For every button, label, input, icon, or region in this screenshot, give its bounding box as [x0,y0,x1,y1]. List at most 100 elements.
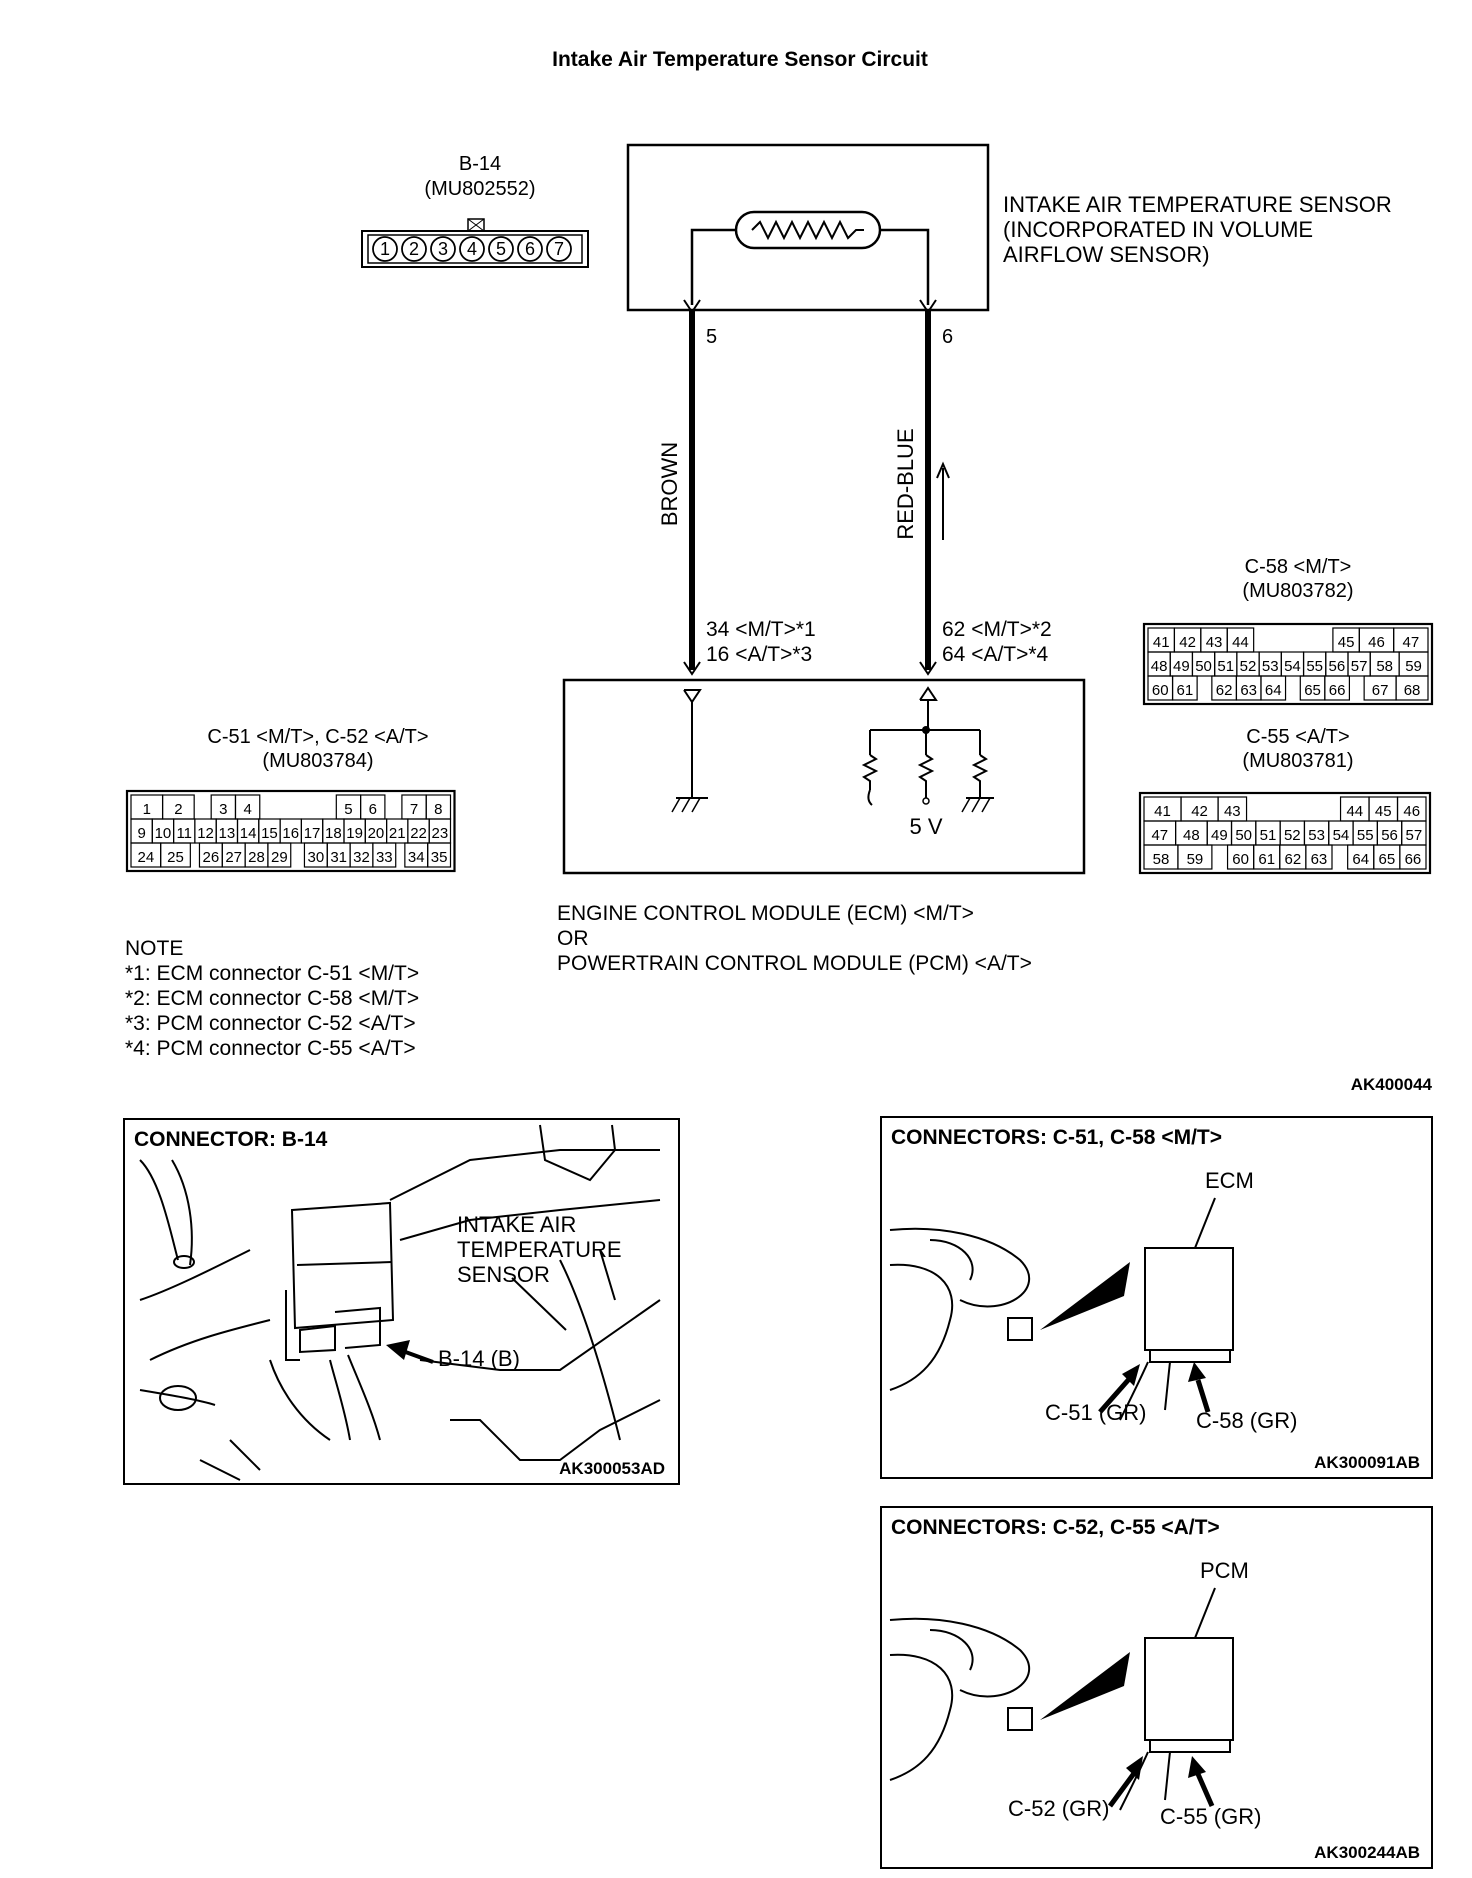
ecm-pin-right-at: 64 <A/T>*4 [942,643,1049,666]
c58-pin: 65 [1304,682,1321,699]
c55-part: (MU803781) [1242,750,1353,772]
b14-pin-circle [517,236,543,262]
b14-pin-circle [372,236,398,262]
c58-pin: 60 [1152,682,1169,699]
c58-pin: 47 [1402,634,1419,651]
b14-pin-number: 7 [554,239,564,259]
wire-label-brown: BROWN [657,442,682,526]
c55-pin: 46 [1403,803,1420,820]
c51-pin: 19 [346,825,363,842]
panel-b14-title: CONNECTOR: B-14 [134,1128,328,1151]
c55-pin: 59 [1187,851,1204,868]
panel-b14-label-1: INTAKE AIR [457,1212,576,1237]
panel-at-right-label: C-55 (GR) [1160,1804,1261,1829]
note-heading: NOTE [125,937,183,960]
b14-pin-number: 3 [438,239,448,259]
c55-pin: 60 [1232,851,1249,868]
c55-pin: 64 [1352,851,1369,868]
c58-part: (MU803782) [1242,580,1353,602]
panel-mt-left-label: C-51 (GR) [1045,1400,1146,1425]
c51-pin: 1 [143,801,151,818]
c55-pin: 65 [1378,851,1395,868]
diagram-code: AK400044 [1351,1075,1433,1094]
c58-pin: 54 [1284,658,1301,675]
b14-pin-circle [430,236,456,262]
note-item-1: *1: ECM connector C-51 <M/T> [125,962,419,985]
c51-pin: 21 [389,825,406,842]
panel-b14-code: AK300053AD [559,1459,665,1478]
connector-location-pointer-mt [1040,1262,1130,1330]
sensor-box [626,143,990,312]
c58-pin: 56 [1329,658,1346,675]
c55-pin: 45 [1375,803,1392,820]
reference-voltage: 5 V [909,814,942,839]
c51-pin: 35 [431,849,448,866]
b14-pin-circle [488,236,514,262]
b14-pin-number: 4 [467,239,477,259]
b14-pin-number: 1 [380,239,390,259]
b14-pin-number: 5 [496,239,506,259]
c51-pin: 34 [408,849,425,866]
c51-pin: 32 [353,849,370,866]
engine-bay-illustration [139,1124,661,1481]
c51-pin: 12 [197,825,214,842]
c51-pin: 4 [243,801,251,818]
c55-pin: 51 [1260,827,1277,844]
c51-part: (MU803784) [262,750,373,772]
c58-pin: 59 [1405,658,1422,675]
panel-b14: CONNECTOR: B-14 [123,1118,680,1485]
c55-pin: 62 [1284,851,1301,868]
sensor-pin-5: 5 [706,326,717,348]
c58-pin: 45 [1338,634,1355,651]
panel-mt-title: CONNECTORS: C-51, C-58 <M/T> [891,1126,1222,1149]
c55-pin: 55 [1357,827,1374,844]
ecm-box [562,678,1086,875]
c58-pin: 61 [1176,682,1193,699]
dashboard-illustration-at [889,1587,1234,1811]
c58-pin: 50 [1195,658,1212,675]
c51-pin: 7 [410,801,418,818]
c58-pin: 48 [1151,658,1168,675]
wire-label-red-blue: RED-BLUE [893,428,918,539]
c51-pin: 9 [137,825,145,842]
panel-mt-code: AK300091AB [1314,1453,1420,1472]
c51-pin: 18 [325,825,342,842]
c55-pin: 50 [1235,827,1252,844]
c55-pin: 54 [1333,827,1350,844]
c58-pin: 51 [1217,658,1234,675]
panel-at-left-label: C-52 (GR) [1008,1796,1109,1821]
ecm-label-line-1: ENGINE CONTROL MODULE (ECM) <M/T> [557,902,974,925]
c58-pin: 42 [1179,634,1196,651]
ecm-pin-left-mt: 34 <M/T>*1 [706,618,816,641]
c55-pin: 53 [1308,827,1325,844]
panel-b14-pointer-label: B-14 (B) [438,1346,520,1371]
c58-pin: 46 [1368,634,1385,651]
c58-pin: 55 [1306,658,1323,675]
panel-mt-right-label: C-58 (GR) [1196,1408,1297,1433]
c55-pin: 58 [1153,851,1170,868]
c58-pin: 52 [1240,658,1257,675]
c51-pin: 17 [304,825,321,842]
panel-at-connectors: CONNECTORS: C-52, C-55 <A/T> PCM C-52 (G… [880,1506,1433,1869]
panel-mt-connectors: CONNECTORS: C-51, C-58 <M/T> ECM C-51 (G… [880,1116,1433,1479]
c55-pin: 52 [1284,827,1301,844]
c55-pin: 56 [1381,827,1398,844]
c55-pin: 48 [1183,827,1200,844]
c55-id: C-55 <A/T> [1246,726,1349,748]
ecm-pin-right-mt: 62 <M/T>*2 [942,618,1052,641]
c51-pin: 31 [330,849,347,866]
c51-pin: 3 [219,801,227,818]
c51-pin: 2 [174,801,182,818]
ecm-pin-left-at: 16 <A/T>*3 [706,643,812,666]
c51-pin: 5 [344,801,352,818]
c55-pin: 44 [1346,803,1363,820]
sensor-pin-6: 6 [942,326,953,348]
c51-pin: 23 [432,825,449,842]
ecm-label-line-2: OR [557,927,589,950]
c58-pin: 53 [1262,658,1279,675]
ecm-input-ground [671,689,708,813]
